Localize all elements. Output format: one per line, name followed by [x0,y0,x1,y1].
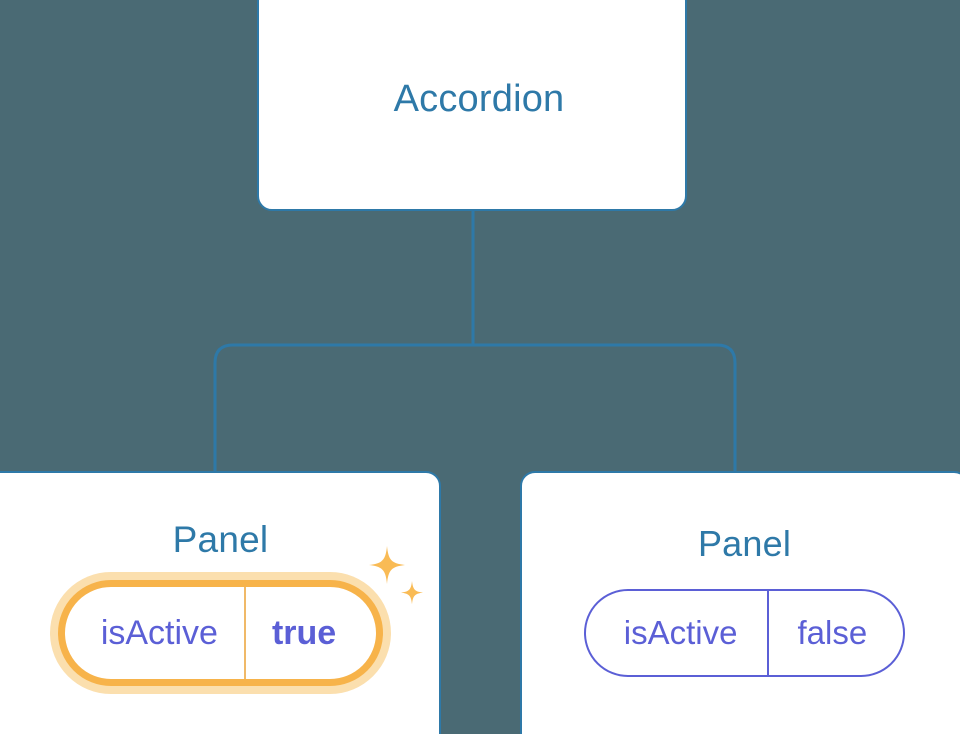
node-panel-inactive-title: Panel [697,523,792,564]
node-panel-inactive[interactable]: Panel isActive false [520,471,960,734]
node-panel-active-title: Panel [172,519,269,560]
prop-name: isActive [623,614,738,651]
prop-pill-inactive-wrap: isActive false [583,589,906,677]
node-accordion[interactable]: Accordion [257,0,687,211]
prop-name: isActive [100,613,218,652]
prop-value: false [767,591,903,675]
node-accordion-title: Accordion [393,77,565,120]
prop-value: true [243,587,376,679]
edge-branch-bar [213,343,737,472]
prop-pill-isactive-false[interactable]: isActive false [583,589,906,677]
node-panel-active[interactable]: Panel isActive true [0,471,441,734]
prop-pill-active-wrap: isActive true [44,546,424,686]
prop-pill-isactive-true[interactable]: isActive true [57,580,384,686]
